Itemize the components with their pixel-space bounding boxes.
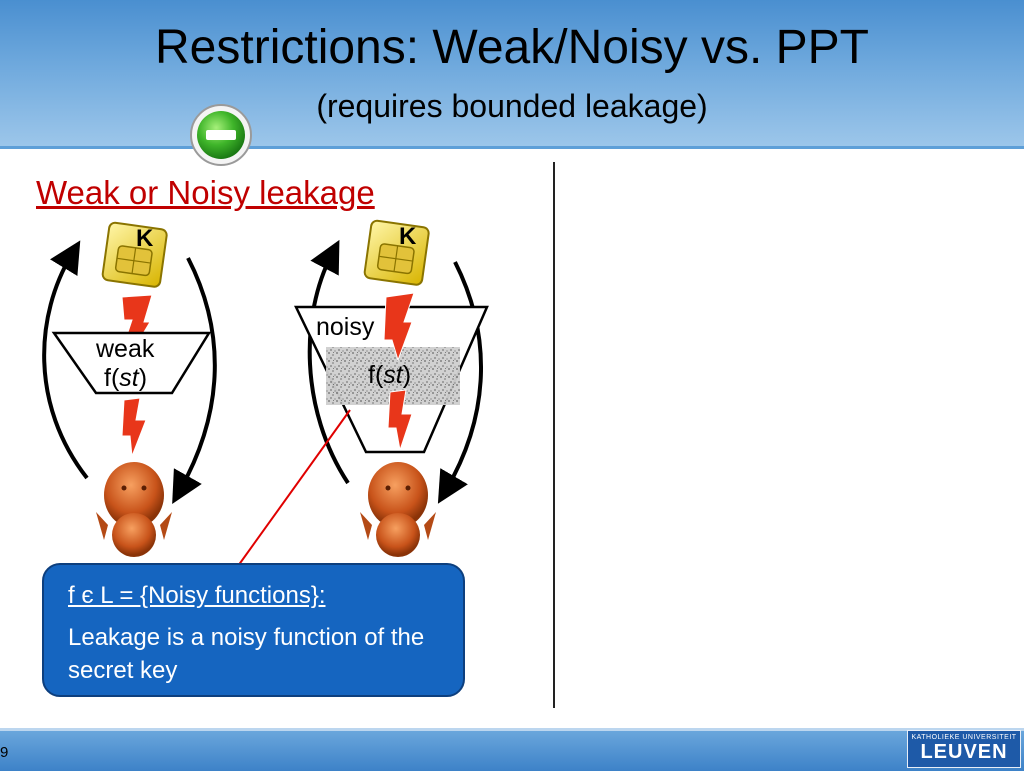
function-arg: st — [383, 361, 403, 389]
noisy-function-label: f(st) — [368, 361, 411, 389]
weak-setup — [42, 221, 217, 557]
section-heading: Weak or Noisy leakage — [36, 174, 375, 211]
logo-small-text: KATHOLIEKE UNIVERSITEIT — [911, 734, 1017, 741]
noisy-adversary-figure-icon — [360, 462, 436, 557]
weak-filter-label: weak — [96, 335, 155, 363]
minus-badge-icon — [190, 104, 252, 166]
column-divider — [553, 162, 555, 708]
weak-key-chip-icon — [101, 221, 168, 288]
slide-subtitle: (requires bounded leakage) — [316, 88, 708, 124]
noisy-setup — [237, 219, 489, 567]
noisy-functions-callout: f є L = {Noisy functions}: Leakage is a … — [42, 563, 465, 697]
noisy-filter-label: noisy — [316, 313, 375, 341]
slide-title: Restrictions: Weak/Noisy vs. PPT — [155, 21, 869, 74]
function-prefix: f( — [104, 364, 120, 392]
page-number: 9 — [0, 744, 9, 761]
function-suffix: ) — [402, 361, 412, 389]
noisy-key-chip-icon — [363, 219, 430, 286]
function-arg: st — [119, 364, 139, 392]
callout-heading: f є L = {Noisy functions}: — [68, 582, 326, 609]
function-suffix: ) — [138, 364, 148, 392]
weak-leak-bolt-bottom — [121, 397, 147, 457]
weak-filter-funnel — [51, 331, 212, 395]
logo-big-text: LEUVEN — [920, 741, 1008, 763]
noisy-leak-bolt-bottom — [387, 389, 413, 451]
slide-header — [0, 0, 1024, 149]
noisy-key-label: K — [399, 223, 417, 250]
slide-footer — [0, 728, 1024, 771]
callout-body: Leakage is a noisy function of the secre… — [68, 624, 425, 684]
noisy-leak-bolt-top — [383, 292, 415, 362]
function-prefix: f( — [368, 361, 384, 389]
callout-connector-line — [237, 409, 351, 567]
weak-function-label: f(st) — [104, 364, 147, 392]
weak-adversary-figure-icon — [96, 462, 172, 557]
weak-key-label: K — [136, 225, 154, 252]
university-logo: KATHOLIEKE UNIVERSITEIT LEUVEN — [907, 730, 1021, 768]
